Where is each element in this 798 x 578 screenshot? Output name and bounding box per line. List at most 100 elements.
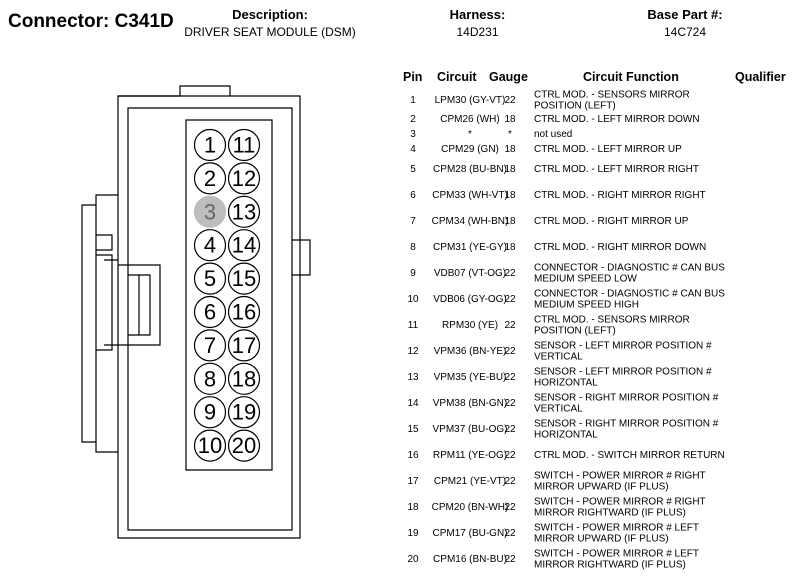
gauge: 18: [504, 113, 516, 125]
base-part-value: 14C724: [663, 25, 707, 39]
pin-circle: [193, 195, 227, 228]
gauge: 22: [504, 423, 516, 435]
description-label: Description:: [232, 7, 308, 22]
table-row: 6 CPM33 (WH-VT)18 CTRL MOD. - RIGHT MIRROR…: [398, 183, 798, 209]
gauge: 22: [504, 449, 516, 461]
description-value: DRIVER SEAT MODULE (DSM): [184, 25, 356, 39]
gauge: 18: [504, 143, 516, 155]
pin-cavity-13: 13: [227, 195, 261, 228]
harness-value: 14D231: [456, 25, 499, 39]
gauge: 18: [504, 241, 516, 253]
pin-cavity-14: 14: [227, 229, 261, 262]
pin-label: 11: [233, 133, 256, 158]
pin-circle: [227, 295, 261, 329]
gauge: 22: [504, 371, 516, 383]
pin-number: 12: [407, 345, 419, 357]
pin-cavity-8: 8: [193, 362, 227, 395]
pin-number: 20: [407, 553, 419, 565]
pin-number: 16: [407, 449, 419, 461]
pin-label: 16: [232, 300, 256, 325]
table-row: 14 VPM38 (BN-GN)22 SENSOR - RIGHT MIRROR P…: [398, 391, 798, 417]
gauge: 22: [504, 293, 516, 305]
table-row: 9 VDB07 (VT-OG)22 CONNECTOR - DIAGNOSTIC #…: [398, 261, 798, 287]
circuit: VPM35 (YE-BU): [433, 371, 507, 383]
pin-label: 8: [204, 366, 216, 391]
circuit-function: not used: [534, 128, 573, 140]
harness-block: Harness: 14D231: [430, 7, 525, 40]
pin-number: 11: [407, 319, 419, 331]
pin-cavity-10: 10: [193, 429, 227, 462]
pin-number: 13: [407, 371, 419, 383]
circuit-function: CONNECTOR - DIAGNOSTIC # CAN BUS MEDIUM …: [534, 262, 725, 284]
circuit: CPM29 (GN): [441, 143, 499, 155]
circuit: CPM28 (BU-BN): [433, 163, 507, 175]
pin-number: 19: [407, 527, 419, 539]
col-header-function: Circuit Function: [583, 70, 679, 84]
gauge: 22: [504, 527, 516, 539]
pin-label: 10: [198, 433, 222, 458]
circuit: CPM33 (WH-VT): [432, 189, 508, 201]
pin-cavity-9: 9: [193, 396, 227, 429]
gauge: 22: [504, 397, 516, 409]
circuit: CPM26 (WH): [440, 113, 500, 125]
gauge: 22: [504, 553, 516, 565]
pin-circle: [193, 128, 227, 162]
pin-label: 6: [204, 300, 216, 325]
circuit: VPM38 (BN-GN): [432, 397, 508, 409]
gauge: 22: [504, 94, 516, 106]
pin-circle: [193, 396, 227, 429]
circuit: CPM21 (YE-VT): [433, 475, 507, 487]
pin-cavity-11: 11: [227, 128, 261, 162]
pin-number: 15: [407, 423, 419, 435]
pin-circle: [193, 295, 227, 329]
pin-circle: [193, 329, 227, 362]
gauge: 18: [504, 189, 516, 201]
pin-label: 7: [204, 333, 216, 358]
pin-cavity-3: 3: [193, 195, 227, 228]
pin-cavity-20: 20: [227, 429, 261, 462]
pin-cavity-12: 12: [227, 162, 261, 195]
pin-circle: [227, 429, 261, 462]
pin-number: 14: [407, 397, 419, 409]
circuit-function: CONNECTOR - DIAGNOSTIC # CAN BUS MEDIUM …: [534, 288, 725, 310]
pin-label: 4: [204, 233, 216, 258]
circuit-function: SWITCH - POWER MIRROR # LEFT MIRROR RIGH…: [534, 548, 699, 570]
pin-number: 17: [407, 475, 419, 487]
pin-number: 3: [410, 128, 416, 140]
pin-number: 5: [410, 163, 416, 175]
col-header-gauge: Gauge: [489, 70, 528, 84]
col-header-circuit: Circuit: [437, 70, 477, 84]
circuit: LPM30 (GY-VT): [434, 94, 506, 106]
pin-cavity-6: 6: [193, 295, 227, 329]
pin-label: 19: [232, 400, 256, 425]
circuit: RPM30 (YE): [441, 319, 499, 331]
pin-label: 14: [232, 233, 256, 258]
circuit-function: CTRL MOD. - RIGHT MIRROR RIGHT: [534, 189, 706, 201]
pin-cavity-4: 4: [193, 229, 227, 262]
pin-number: 9: [410, 267, 416, 279]
circuit: CPM16 (BN-BU): [433, 553, 507, 565]
circuit-function: CTRL MOD. - LEFT MIRROR UP: [534, 143, 682, 155]
circuit: *: [468, 128, 472, 140]
circuit-function: SWITCH - POWER MIRROR # RIGHT MIRROR RIG…: [534, 496, 706, 518]
pin-cavity-19: 19: [227, 396, 261, 429]
pin-cavity-2: 2: [193, 162, 227, 195]
pin-circle: [193, 362, 227, 395]
table-row: 20 CPM16 (BN-BU)22 SWITCH - POWER MIRROR #…: [398, 547, 798, 573]
circuit-function: SENSOR - RIGHT MIRROR POSITION # VERTICA…: [534, 392, 719, 414]
pin-number: 7: [410, 215, 416, 227]
circuit: VDB07 (VT-OG): [433, 267, 507, 279]
pin-number: 1: [410, 94, 416, 106]
pin-number: 6: [410, 189, 416, 201]
gauge: 22: [504, 267, 516, 279]
description-block: Description: DRIVER SEAT MODULE (DSM): [175, 7, 365, 40]
circuit: RPM11 (YE-OG): [432, 449, 508, 461]
pin-label: 3: [204, 199, 216, 224]
pin-label: 1: [204, 133, 216, 158]
